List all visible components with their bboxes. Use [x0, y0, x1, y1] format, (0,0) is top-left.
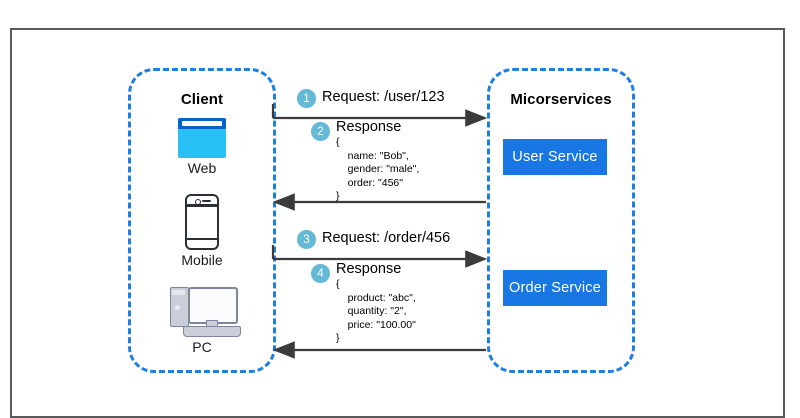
client-container: Client [128, 68, 276, 373]
service-box-order[interactable]: Order Service [503, 270, 607, 306]
diagram-canvas: Client Web Mobile PC Micorservices User … [10, 28, 785, 418]
service-box-user[interactable]: User Service [503, 139, 607, 175]
message-title-1: Request: /user/123 [322, 89, 445, 105]
message-title-4: Response [336, 261, 402, 277]
message-title-2: Response [336, 119, 402, 135]
microservices-container: Micorservices [487, 68, 635, 373]
step-badge-1: 1 [297, 89, 316, 108]
client-item-mobile-label: Mobile [181, 252, 223, 268]
mobile-phone-icon [185, 194, 219, 250]
message-body-4: { product: "abc", quantity: "2", price: … [336, 278, 416, 344]
client-item-mobile[interactable]: Mobile [128, 194, 276, 268]
step-badge-3: 3 [297, 230, 316, 249]
message-body-2: { name: "Bob", gender: "male", order: "4… [336, 136, 420, 202]
service-box-order-label: Order Service [508, 280, 602, 296]
microservices-title: Micorservices [510, 91, 612, 108]
client-item-pc[interactable]: PC [128, 285, 276, 355]
web-browser-icon [178, 118, 226, 158]
client-item-web[interactable]: Web [128, 118, 276, 176]
client-title: Client [180, 91, 224, 108]
outer-frame [10, 28, 785, 418]
client-item-pc-label: PC [192, 339, 212, 355]
step-badge-4: 4 [311, 264, 330, 283]
desktop-computer-icon [166, 285, 241, 337]
message-title-3: Request: /order/456 [322, 230, 451, 246]
service-box-user-label: User Service [512, 149, 598, 165]
client-item-web-label: Web [187, 160, 217, 176]
step-badge-2: 2 [311, 122, 330, 141]
